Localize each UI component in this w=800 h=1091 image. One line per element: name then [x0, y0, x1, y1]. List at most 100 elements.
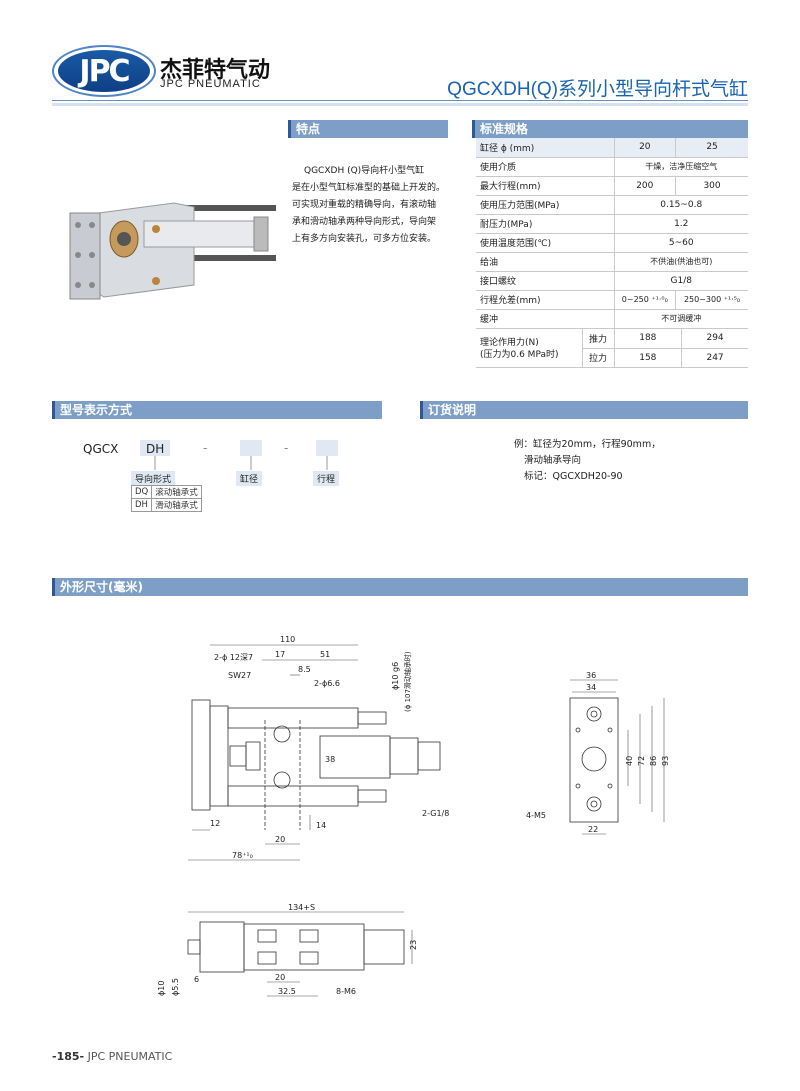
- dim-78: 78⁺¹₀: [232, 851, 253, 860]
- dim-40: 40: [625, 756, 634, 766]
- model-code-heading: 型号表示方式: [52, 401, 382, 419]
- page-number: -185-: [52, 1050, 85, 1063]
- spec-value: 294: [681, 329, 748, 349]
- spec-label: 缸径 ϕ (mm): [476, 138, 614, 158]
- table-row: 使用压力范围(MPa) 0.15~0.8: [476, 195, 748, 215]
- guide-rod-top: [184, 205, 276, 211]
- features-line: QGCXDH (Q)导向杆小型气缸: [304, 166, 425, 176]
- end-plate-outline: [191, 699, 211, 811]
- cylinder-barrel: [143, 220, 265, 248]
- spec-label: 接口螺纹: [476, 271, 614, 291]
- spec-label: 使用压力范围(MPa): [476, 195, 614, 215]
- dim-phi5-5: ϕ5.5: [171, 978, 180, 996]
- stroke-label: 行程: [313, 471, 340, 486]
- table-row: 使用温度范围(℃) 5~60: [476, 233, 748, 253]
- dim-36: 36: [586, 671, 596, 680]
- force-label-line: (压力为0.6 MPa时): [480, 349, 559, 360]
- dim-6: 6: [194, 975, 199, 984]
- force-table: 理论作用力(N) (压力为0.6 MPa时) 推力 188 294 拉力 158…: [476, 329, 748, 368]
- features-line: 可实现对重载的精确导向，有滚动轴: [292, 200, 437, 210]
- spec-label: 最大行程(mm): [476, 176, 614, 196]
- table-row: 耐压力(MPa) 1.2: [476, 214, 748, 234]
- order-heading: 订货说明: [420, 401, 748, 419]
- spec-value: 0~250 ⁺¹·⁰₀: [613, 290, 676, 310]
- model-prefix: QGCX: [83, 442, 119, 456]
- dim-14: 14: [316, 821, 326, 830]
- option-code: DH: [130, 498, 153, 512]
- bore-box: [240, 440, 262, 456]
- dim-51: 51: [320, 650, 330, 659]
- spec-label: 使用介质: [476, 157, 614, 177]
- spec-label: 耐压力(MPa): [476, 214, 614, 234]
- logo-ring: [52, 45, 156, 97]
- model-dash: -: [284, 441, 289, 455]
- dim-m5: 4-M5: [526, 811, 546, 820]
- spec-value: 不可调缓冲: [613, 309, 748, 329]
- table-row: 拉力 158 247: [476, 348, 748, 368]
- stroke-box: [316, 440, 338, 456]
- table-row: 使用介质 干燥，洁净压缩空气: [476, 157, 748, 177]
- model-type-code: DH: [146, 442, 165, 456]
- dim-23: 23: [409, 940, 418, 950]
- order-line: 标记：QGCXDH20-90: [524, 471, 623, 482]
- spec-value: G1/8: [613, 271, 748, 291]
- table-row: DH 滑动轴承式: [130, 498, 202, 512]
- features-line: 上有多方向安装孔，可多方位安装。: [292, 234, 437, 244]
- table-row: 行程允差(mm) 0~250 ⁺¹·⁰₀ 250~300 ⁺¹·⁵₀: [476, 290, 748, 310]
- dim-rod-alt: (ϕ 107滑动轴承时): [403, 651, 412, 712]
- order-line: 滑动轴承导向: [524, 455, 582, 466]
- bottom-outline: [243, 923, 365, 971]
- dim-22: 22: [588, 825, 598, 834]
- pull-label: 拉力: [581, 348, 614, 368]
- dim-72: 72: [637, 756, 646, 766]
- guide-type-legend: DQ 滚动轴承式 DH 滑动轴承式: [130, 485, 202, 512]
- spec-label: 缓冲: [476, 309, 614, 329]
- side-outline: [569, 697, 619, 823]
- option-desc: 滚动轴承式: [151, 485, 202, 499]
- spec-value: 188: [613, 329, 682, 349]
- jpc-logo: JPC: [58, 50, 150, 92]
- table-row: 接口螺纹 G1/8: [476, 271, 748, 291]
- spec-value: 25: [675, 138, 748, 158]
- page-title: QGCXDH(Q)系列小型导向杆式气缸: [447, 79, 748, 100]
- dim-110: 110: [280, 635, 295, 644]
- header-divider-shade: [52, 103, 748, 106]
- features-heading: 特点: [288, 120, 448, 138]
- model-type-box: [140, 440, 170, 456]
- table-row: 最大行程(mm) 200 300: [476, 176, 748, 196]
- force-label: 理论作用力(N) (压力为0.6 MPa时): [476, 329, 582, 368]
- table-row: 缸径 ϕ (mm) 20 25: [476, 138, 748, 158]
- side-view-drawing: 36 34 40 72 86 93 22 4-M5: [526, 671, 670, 835]
- spec-label: 给油: [476, 252, 614, 272]
- bore-label: 缸径: [236, 471, 263, 486]
- guide-bar-bottom: [227, 785, 359, 807]
- guide-rod-bottom: [184, 255, 276, 261]
- brand-name-cn: 杰菲特气动: [160, 58, 271, 83]
- guide-bar-top: [227, 707, 359, 729]
- cylinder-photo: [69, 202, 276, 300]
- option-desc: 滑动轴承式: [151, 498, 202, 512]
- dim-93: 93: [661, 756, 670, 766]
- spec-value: 20: [613, 138, 676, 158]
- dim-holes-2: 2-ϕ6.6: [314, 679, 340, 688]
- end-plate: [69, 212, 101, 300]
- spec-value: 300: [675, 176, 748, 196]
- dim-8-5: 8.5: [298, 665, 311, 674]
- spec-value: 5~60: [613, 233, 748, 253]
- spec-heading: 标准规格: [472, 120, 748, 138]
- model-dash: -: [203, 441, 208, 455]
- model-leader-lines: [154, 456, 328, 470]
- dim-86: 86: [649, 756, 658, 766]
- spec-label: 使用温度范围(℃): [476, 233, 614, 253]
- dim-17: 17: [275, 650, 285, 659]
- spec-value: 不供油(供油也可): [613, 252, 748, 272]
- spec-value: 158: [613, 348, 682, 368]
- spec-value: 0.15~0.8: [613, 195, 748, 215]
- dim-134: 134+S: [288, 903, 315, 912]
- footer-brand: JPC PNEUMATIC: [87, 1050, 173, 1063]
- order-text: 例：缸径为20mm，行程90mm， 滑动轴承导向 标记：QGCXDH20-90: [514, 437, 661, 485]
- spec-table: 缸径 ϕ (mm) 20 25 使用介质 干燥，洁净压缩空气 最大行程(mm) …: [476, 138, 748, 329]
- guide-type-label: 导向形式: [131, 471, 176, 486]
- dim-m6: 8-M6: [336, 987, 356, 996]
- dim-32-5: 32.5: [278, 987, 296, 996]
